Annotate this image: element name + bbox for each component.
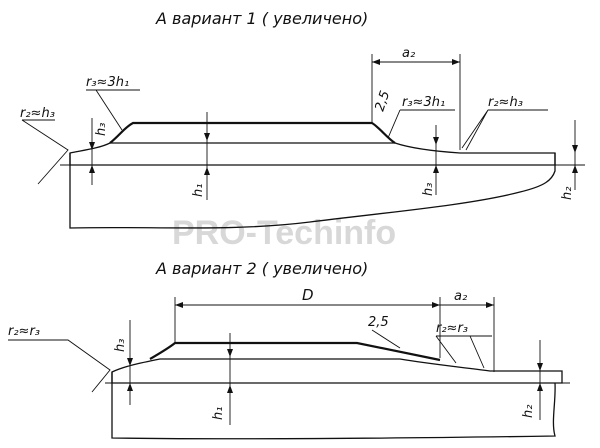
label-r2-right: r₂≈h₃ bbox=[488, 95, 523, 110]
coating-layer-v2 bbox=[111, 358, 563, 384]
base-part-outline-v2 bbox=[111, 372, 556, 440]
label-r3-left: r₃≈3h₁ bbox=[86, 75, 129, 90]
label-angle-v1: 2,5 bbox=[373, 89, 394, 113]
variant-2-drawing: А вариант 2 ( увеличено) D a₂ 2,5 r₂≈r₃ … bbox=[8, 259, 570, 440]
variant-1-drawing: А вариант 1 ( увеличено) r₂≈h₃ h₃ r₃≈3h₁… bbox=[20, 9, 585, 229]
label-r2-left: r₂≈h₃ bbox=[20, 106, 55, 121]
label-D: D bbox=[302, 286, 314, 304]
label-r3-right: r₃≈3h₁ bbox=[402, 95, 445, 110]
base-part-outline bbox=[69, 153, 556, 229]
label-h1-v2: h₁ bbox=[211, 407, 226, 420]
label-a2-v2: a₂ bbox=[454, 289, 467, 304]
label-h3-v2: h₃ bbox=[113, 339, 128, 352]
label-r2-right-v2: r₂≈r₃ bbox=[436, 321, 468, 336]
label-a2-v1: a₂ bbox=[402, 46, 415, 61]
variant-2-title: А вариант 2 ( увеличено) bbox=[155, 259, 368, 278]
raised-contour bbox=[109, 121, 396, 144]
label-h1: h₁ bbox=[191, 184, 206, 197]
watermark: PRO-Techinfo bbox=[172, 214, 396, 252]
label-h3-right: h₃ bbox=[421, 183, 436, 196]
label-h3-left: h₃ bbox=[94, 123, 109, 136]
coating-layer bbox=[69, 142, 556, 166]
label-h2-v1: h₂ bbox=[560, 187, 575, 200]
label-h2-v2: h₂ bbox=[521, 405, 536, 418]
label-angle-v2: 2,5 bbox=[368, 315, 389, 330]
label-r2-left-v2: r₂≈r₃ bbox=[8, 324, 40, 339]
variant-1-title: А вариант 1 ( увеличено) bbox=[155, 9, 368, 28]
